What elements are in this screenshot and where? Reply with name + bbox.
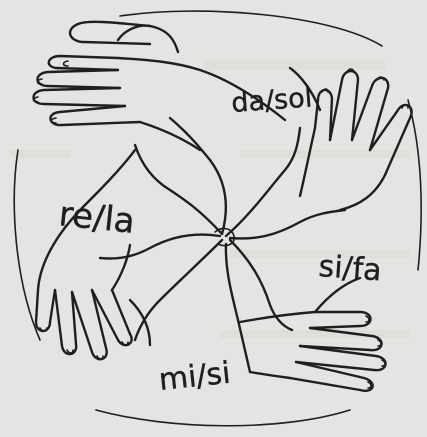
label-da-sol: da/sol [230, 82, 313, 119]
label-re-la: re/la [57, 194, 137, 242]
label-si-fa: si/fa [317, 249, 382, 288]
label-mi-si: mi/si [157, 356, 232, 398]
